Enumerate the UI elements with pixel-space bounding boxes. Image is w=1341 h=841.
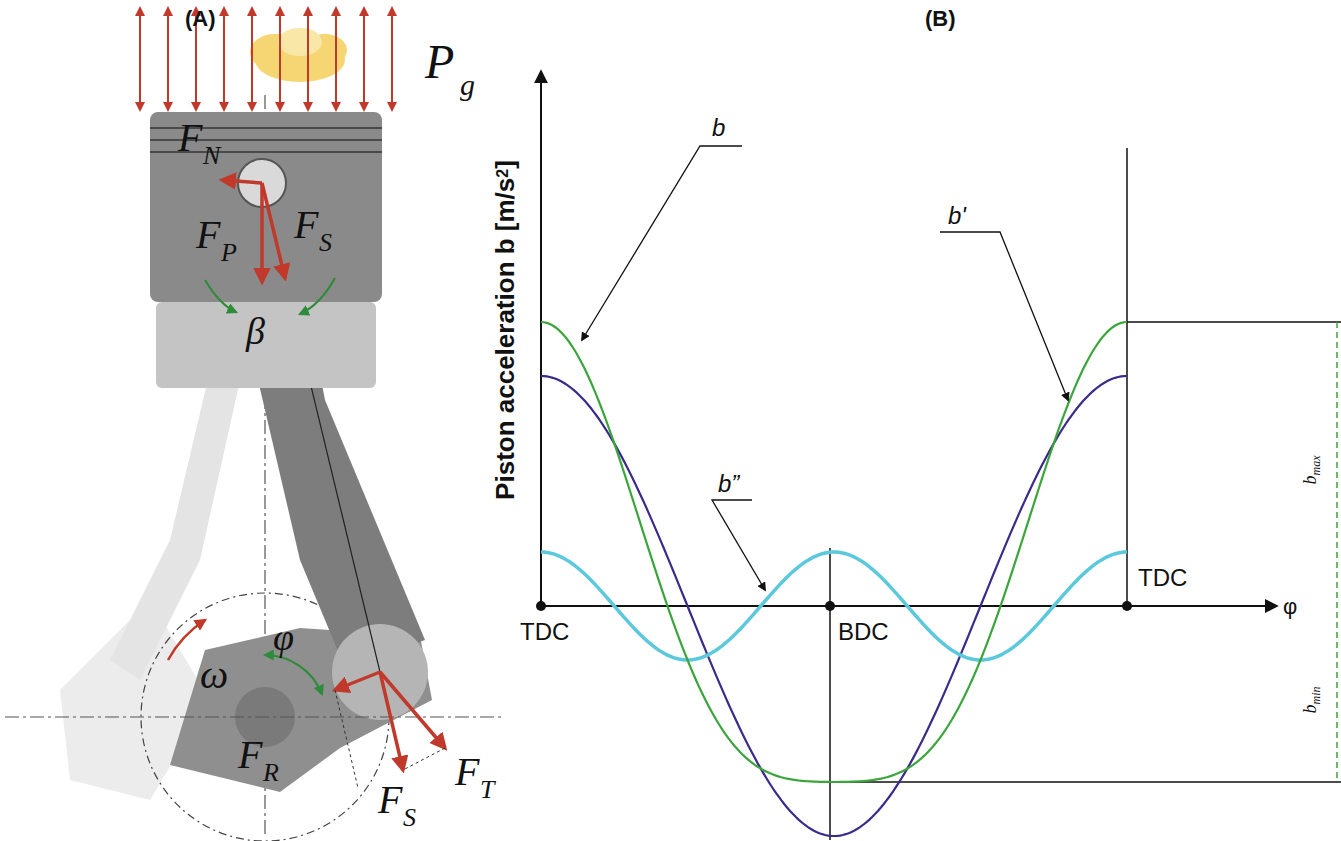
force-parallelogram (335, 690, 445, 788)
pressure-arrow (279, 82, 281, 110)
pressure-arrow (363, 82, 365, 110)
force-subscript: S (403, 805, 416, 831)
angle-symbol: φ (273, 618, 294, 656)
axis-points (536, 601, 1132, 611)
axis-title: Piston acceleration b [m/s (490, 178, 520, 500)
gas-pressure-arrows (140, 8, 392, 110)
second-order-curve (541, 552, 1127, 660)
bdc-line (829, 548, 831, 840)
pressure-arrow (307, 82, 309, 110)
range-label: b (1300, 476, 1320, 485)
pressure-arrow (139, 82, 141, 110)
pressure-arrow (335, 8, 337, 82)
range-label: b (1300, 705, 1320, 714)
rotated-text: bmax (1301, 456, 1322, 485)
pressure-arrow (223, 82, 225, 110)
curve-label: b' (948, 204, 966, 228)
pressure-arrow (279, 8, 281, 82)
combustion-flame (250, 28, 347, 82)
crank-axis (5, 716, 505, 717)
range-line (1336, 322, 1338, 782)
force-subscript: T (480, 777, 494, 803)
force-symbol: F (178, 118, 202, 158)
pressure-arrow (139, 8, 141, 82)
pressure-arrow (335, 82, 337, 110)
force-symbol: F (196, 215, 220, 255)
force-subscript: R (263, 760, 279, 786)
bmin-line (836, 781, 1341, 783)
force-symbol: F (455, 752, 479, 792)
curve-label: b” (718, 472, 739, 496)
force-symbol: F (378, 780, 402, 820)
force-symbol: F (238, 735, 262, 775)
angle-arcs (205, 278, 335, 694)
axis-title: ] (490, 160, 520, 169)
axis-title-exponent: 2 (494, 169, 511, 178)
angle-symbol: β (246, 312, 265, 350)
axis-symbol: φ (1283, 596, 1297, 618)
pressure-arrow (223, 8, 225, 82)
piston-crown (150, 112, 382, 302)
position-label: TDC (1138, 566, 1187, 590)
pressure-arrow (167, 8, 169, 82)
range-subscript: max (1310, 456, 1324, 476)
engine-illustration (5, 8, 505, 841)
position-label: BDC (838, 620, 889, 644)
panel-letter: (A) (185, 8, 216, 30)
y-axis (540, 72, 542, 606)
force-vectors (222, 180, 445, 770)
force-symbol: F (294, 205, 318, 245)
rotation-arrow (168, 620, 205, 660)
bmax-line (1127, 321, 1341, 323)
rotated-text: Piston acceleration b [m/s2] (492, 160, 518, 500)
position-label: TDC (520, 620, 569, 644)
pressure-arrow (251, 82, 253, 110)
pressure-arrow (363, 8, 365, 82)
rotated-text: bmin (1301, 687, 1322, 714)
leader-lines (582, 146, 1068, 590)
pressure-subscript: g (460, 70, 475, 100)
pressure-arrow (391, 8, 393, 82)
force-subscript: N (203, 143, 220, 169)
curves (541, 322, 1127, 836)
angular-velocity-symbol: ω (200, 655, 228, 695)
first-order-curve (541, 376, 1127, 836)
pressure-arrow (307, 8, 309, 82)
piston-skirt (156, 302, 376, 388)
total-acceleration-curve (541, 322, 1127, 782)
acceleration-chart (536, 72, 1341, 840)
pressure-arrow (391, 82, 393, 110)
panel-letter: (B) (925, 8, 956, 30)
force-subscript: S (319, 230, 332, 256)
range-subscript: min (1310, 687, 1324, 705)
pressure-symbol: P (425, 38, 454, 86)
pressure-arrow (167, 82, 169, 110)
force-subscript: P (221, 240, 237, 266)
curve-label: b (712, 116, 725, 140)
pressure-arrow (251, 8, 253, 82)
pressure-arrow (195, 82, 197, 110)
